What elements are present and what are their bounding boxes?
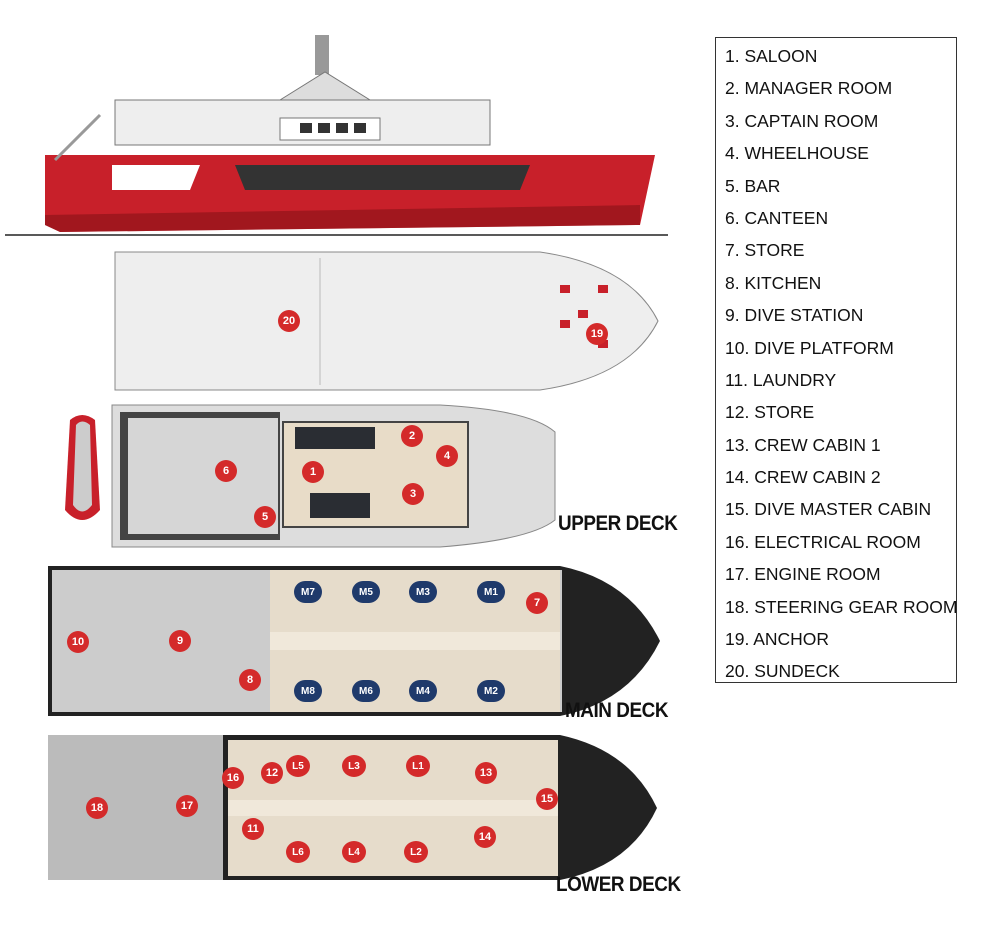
legend-item: 5. BAR bbox=[725, 175, 781, 196]
cabin-l2: L2 bbox=[404, 841, 428, 863]
marker-laundry: 11 bbox=[242, 818, 264, 840]
legend-item: 8. KITCHEN bbox=[725, 272, 822, 293]
legend-item: 3. CAPTAIN ROOM bbox=[725, 110, 879, 131]
marker-dive-platform: 10 bbox=[67, 631, 89, 653]
legend-item: 18. STEERING GEAR ROOM bbox=[725, 596, 958, 617]
legend-item: 2. MANAGER ROOM bbox=[725, 78, 893, 99]
cabin-l4: L4 bbox=[342, 841, 366, 863]
legend-item: 6. CANTEEN bbox=[725, 207, 829, 228]
cabin-m6: M6 bbox=[352, 680, 380, 702]
upper-deck-label: UPPER DECK bbox=[558, 512, 678, 535]
legend-item: 1. SALOON bbox=[725, 46, 818, 66]
legend-item: 7. STORE bbox=[725, 240, 805, 261]
marker-crew-cabin-1: 13 bbox=[475, 762, 497, 784]
marker-dive-master-cabin: 15 bbox=[536, 788, 558, 810]
lower-deck-label: LOWER DECK bbox=[556, 873, 681, 896]
marker-dive-station: 9 bbox=[169, 630, 191, 652]
cabin-m5: M5 bbox=[352, 581, 380, 603]
marker-canteen: 6 bbox=[215, 460, 237, 482]
lower-deck-plan bbox=[48, 735, 657, 880]
marker-sundeck: 20 bbox=[278, 310, 300, 332]
marker-store-lower: 12 bbox=[261, 762, 283, 784]
marker-captain-room: 3 bbox=[402, 483, 424, 505]
side-profile bbox=[5, 35, 668, 236]
cabin-m8: M8 bbox=[294, 680, 322, 702]
cabin-l3: L3 bbox=[342, 755, 366, 777]
cabin-m3: M3 bbox=[409, 581, 437, 603]
main-deck-label: MAIN DECK bbox=[565, 699, 669, 722]
legend-item: 15. DIVE MASTER CABIN bbox=[725, 499, 932, 520]
cabin-l1: L1 bbox=[406, 755, 430, 777]
cabin-m1: M1 bbox=[477, 581, 505, 603]
marker-manager-room: 2 bbox=[401, 425, 423, 447]
legend-item: 13. CREW CABIN 1 bbox=[725, 434, 881, 455]
cabin-m4: M4 bbox=[409, 680, 437, 702]
legend-item: 20. SUNDECK bbox=[725, 661, 840, 682]
legend-item: 16. ELECTRICAL ROOM bbox=[725, 531, 921, 552]
sundeck-plan bbox=[114, 251, 659, 391]
legend-item: 10. DIVE PLATFORM bbox=[725, 337, 894, 358]
marker-store: 7 bbox=[526, 592, 548, 614]
cabin-m7: M7 bbox=[294, 581, 322, 603]
marker-steering-gear-room: 18 bbox=[86, 797, 108, 819]
cabin-m2: M2 bbox=[477, 680, 505, 702]
legend-item: 12. STORE bbox=[725, 402, 815, 423]
marker-crew-cabin-2: 14 bbox=[474, 826, 496, 848]
marker-saloon: 1 bbox=[302, 461, 324, 483]
legend-item: 19. ANCHOR bbox=[725, 629, 830, 650]
marker-bar: 5 bbox=[254, 506, 276, 528]
legend-item: 17. ENGINE ROOM bbox=[725, 564, 881, 585]
legend: 1. SALOON 2. MANAGER ROOM 3. CAPTAIN ROO… bbox=[715, 37, 957, 683]
legend-item: 4. WHEELHOUSE bbox=[725, 143, 869, 164]
marker-kitchen: 8 bbox=[239, 669, 261, 691]
marker-wheelhouse: 4 bbox=[436, 445, 458, 467]
marker-engine-room: 17 bbox=[176, 795, 198, 817]
marker-anchor: 19 bbox=[586, 323, 608, 345]
cabin-l5: L5 bbox=[286, 755, 310, 777]
cabin-l6: L6 bbox=[286, 841, 310, 863]
upper-deck-plan bbox=[65, 404, 556, 548]
legend-item: 14. CREW CABIN 2 bbox=[725, 467, 881, 488]
legend-item: 9. DIVE STATION bbox=[725, 305, 864, 326]
marker-electrical-room: 16 bbox=[222, 767, 244, 789]
legend-item: 11. LAUNDRY bbox=[725, 369, 837, 390]
